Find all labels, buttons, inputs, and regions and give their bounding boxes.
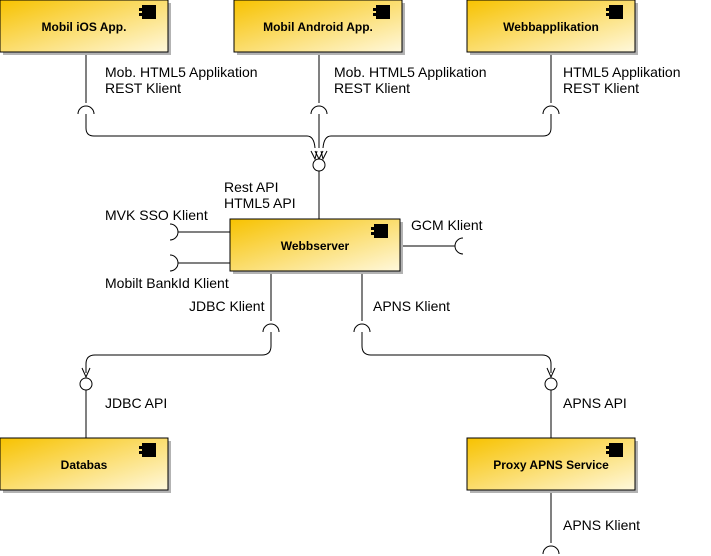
ios-required-interface-icon — [77, 105, 95, 115]
apns-api-label: APNS API — [563, 395, 627, 411]
apns-api-provided-interface-icon — [544, 377, 558, 391]
component-webapp-label: Webbapplikation — [503, 20, 599, 34]
jdbc-api-provided-interface-icon — [79, 377, 93, 391]
android-label-line2: REST Klient — [334, 80, 410, 96]
connectors — [77, 53, 560, 555]
webapp-label-line1: HTML5 Applikation — [563, 64, 681, 80]
jdbc-to-databas-connector — [85, 332, 272, 373]
interface-labels: Mob. HTML5 Applikation REST Klient Mob. … — [105, 64, 681, 533]
mvk-sso-required-interface-icon — [169, 223, 179, 241]
component-webserver-label: Webbserver — [281, 239, 350, 253]
gcm-required-interface-icon — [454, 237, 464, 255]
html5-api-label: HTML5 API — [224, 195, 296, 211]
arrowheads — [310, 150, 328, 161]
component-databas[interactable]: Databas — [0, 437, 171, 493]
webapp-label-line2: REST Klient — [563, 80, 639, 96]
jdbc-required-interface-icon — [262, 323, 280, 333]
jdbc-arrowhead — [81, 367, 91, 379]
ios-label-line1: Mob. HTML5 Applikation — [105, 64, 258, 80]
apns-arrowhead — [546, 367, 556, 379]
component-android-label: Mobil Android App. — [263, 20, 373, 34]
proxy-apns-required-interface-icon — [542, 545, 560, 555]
android-required-interface-icon — [310, 105, 328, 115]
bankid-required-interface-icon — [169, 254, 179, 272]
mobilt-bankid-label: Mobilt BankId Klient — [105, 275, 229, 291]
component-ios-label: Mobil iOS App. — [42, 20, 127, 34]
apns-required-interface-icon — [353, 323, 371, 333]
ios-to-server-connector — [85, 114, 316, 149]
component-proxy-apns-label: Proxy APNS Service — [493, 458, 609, 472]
component-webserver[interactable]: Webbserver — [229, 218, 403, 274]
gcm-label: GCM Klient — [411, 217, 483, 233]
mvk-sso-label: MVK SSO Klient — [105, 207, 208, 223]
webapp-required-interface-icon — [542, 105, 560, 115]
apns-klient-label: APNS Klient — [373, 298, 450, 314]
webapp-to-server-connector — [322, 114, 552, 149]
component-databas-label: Databas — [61, 458, 108, 472]
component-ios[interactable]: Mobil iOS App. — [0, 0, 171, 55]
ios-label-line2: REST Klient — [105, 80, 181, 96]
component-android[interactable]: Mobil Android App. — [233, 0, 405, 55]
jdbc-api-label: JDBC API — [105, 395, 167, 411]
component-webapp[interactable]: Webbapplikation — [466, 0, 638, 55]
rest-api-provided-interface-icon — [312, 158, 326, 172]
proxy-apns-klient-label: APNS Klient — [563, 517, 640, 533]
android-label-line1: Mob. HTML5 Applikation — [334, 64, 487, 80]
jdbc-klient-label: JDBC Klient — [189, 298, 265, 314]
component-proxy-apns[interactable]: Proxy APNS Service — [466, 437, 638, 493]
rest-api-label: Rest API — [224, 179, 278, 195]
apns-to-proxy-connector — [361, 332, 552, 373]
